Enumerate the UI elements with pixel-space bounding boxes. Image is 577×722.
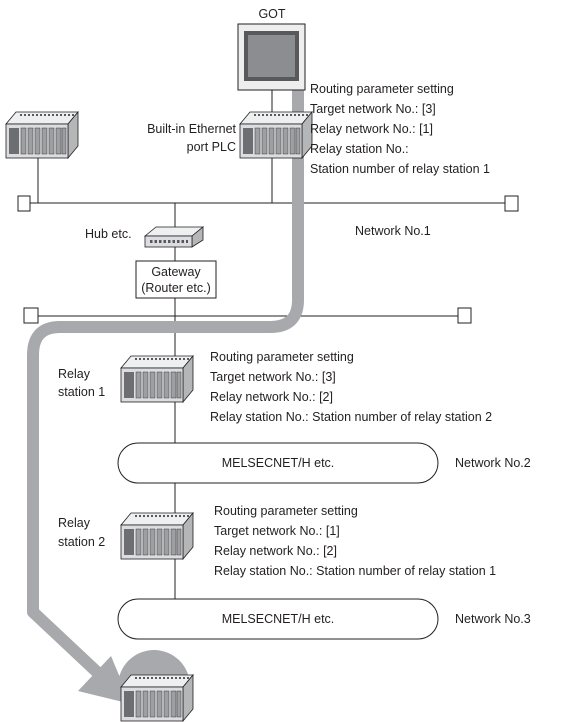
relay1-target: Target network No.: [3] <box>210 370 336 384</box>
relay2-title: Routing parameter setting <box>214 504 358 518</box>
builtin-ethernet-plc <box>239 111 313 159</box>
builtin-plc-label-line2: port PLC <box>187 140 236 154</box>
got-device <box>237 23 306 91</box>
network1-left-terminator <box>17 195 31 212</box>
gateway-box <box>135 260 217 299</box>
relay2-label-line2: station 2 <box>58 535 105 549</box>
relay-station-1-plc <box>120 355 194 403</box>
routing-top-target: Target network No.: [3] <box>310 102 436 116</box>
routing-top-relay-station-value: Station number of relay station 1 <box>310 162 490 176</box>
network2-label: Network No.2 <box>455 456 531 470</box>
network-lines <box>30 90 505 599</box>
network3-bus-label: MELSECNET/H etc. <box>222 612 335 626</box>
relay1-relay-station: Relay station No.: Station number of rel… <box>210 410 492 424</box>
relay2-label-line1: Relay <box>58 516 91 530</box>
routing-top-relay-station: Relay station No.: <box>310 142 409 156</box>
relay1-label-line2: station 1 <box>58 385 105 399</box>
network3-label: Network No.3 <box>455 612 531 626</box>
left-plc <box>5 111 79 159</box>
network2-bus-label: MELSECNET/H etc. <box>222 456 335 470</box>
relay-station-2-plc <box>120 512 194 560</box>
got-label: GOT <box>258 7 285 21</box>
network3-bus <box>117 598 439 640</box>
routing-top-title: Routing parameter setting <box>310 82 454 96</box>
routing-settings-relay2: Routing parameter setting Target network… <box>214 504 496 578</box>
relay2-target: Target network No.: [1] <box>214 524 340 538</box>
relay1-title: Routing parameter setting <box>210 350 354 364</box>
route-arrow <box>27 42 304 704</box>
network1-right-terminator <box>504 195 519 212</box>
network1-label: Network No.1 <box>355 224 431 238</box>
routing-settings-relay1: Routing parameter setting Target network… <box>210 350 492 424</box>
relay2-relay-station: Relay station No.: Station number of rel… <box>214 564 496 578</box>
relay1-relay-net: Relay network No.: [2] <box>210 390 333 404</box>
relay1-label-line1: Relay <box>58 367 91 381</box>
lower-bus-left-terminator <box>23 307 39 324</box>
builtin-plc-label-line1: Built-in Ethernet <box>147 122 236 136</box>
hub-device <box>143 226 205 248</box>
destination-plc <box>120 674 194 722</box>
routing-settings-top: Routing parameter setting Target network… <box>310 82 490 176</box>
routing-top-relay-net: Relay network No.: [1] <box>310 122 433 136</box>
lower-bus-right-terminator <box>457 307 472 324</box>
gateway-label-line2: (Router etc.) <box>141 281 210 295</box>
gateway-label-line1: Gateway <box>151 265 201 279</box>
route-arrowhead <box>78 656 131 704</box>
hub-label: Hub etc. <box>85 227 132 241</box>
relay2-relay-net: Relay network No.: [2] <box>214 544 337 558</box>
network2-bus <box>117 442 439 484</box>
